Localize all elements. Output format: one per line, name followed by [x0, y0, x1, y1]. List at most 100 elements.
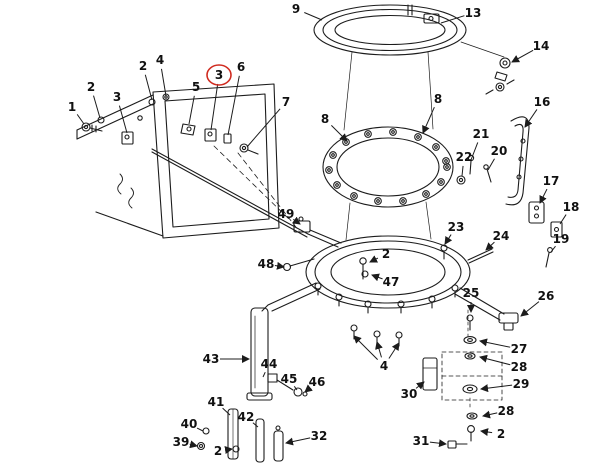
- callout-leader-17: [539, 188, 548, 204]
- callout-leader-49: [291, 216, 301, 225]
- callout-label-17: 17: [543, 174, 560, 188]
- callout-leader-18: [559, 214, 567, 225]
- callout-leader-27: [479, 338, 511, 348]
- callout-leader-26: [520, 301, 540, 317]
- callout-leader-48: [274, 261, 285, 270]
- callout-leader-28: [482, 410, 498, 419]
- mount-rod: [151, 145, 309, 238]
- callout-label-2: 2: [497, 427, 505, 441]
- callout-label-4: 4: [156, 53, 164, 67]
- callout-label-49: 49: [278, 207, 295, 221]
- lower-ring: [305, 235, 471, 314]
- callout-leader-40: [196, 427, 204, 432]
- callout-leader-4: [388, 342, 400, 359]
- callout-leader-2: [144, 74, 153, 101]
- callout-leader-44: [262, 371, 266, 378]
- callout-leader-23: [444, 234, 453, 245]
- callout-label-5: 5: [192, 80, 200, 94]
- callout-label-42: 42: [238, 410, 255, 424]
- callout-label-22: 22: [456, 150, 473, 164]
- middle-ring: [322, 126, 454, 208]
- callout-label-3: 3: [113, 90, 121, 104]
- callout-label-39: 39: [173, 435, 190, 449]
- callout-leader-5: [188, 95, 195, 125]
- callout-leader-16: [524, 109, 538, 128]
- callout-leader-46: [304, 384, 313, 393]
- callout-leader-32: [285, 437, 311, 446]
- bracket-49: [293, 216, 342, 248]
- callout-label-1: 1: [68, 100, 76, 114]
- callout-leader-22: [461, 165, 464, 177]
- callout-leader-19: [550, 245, 556, 253]
- callout-label-23: 23: [448, 220, 465, 234]
- callout-label-7: 7: [282, 95, 290, 109]
- callout-leader-20: [487, 158, 495, 171]
- center-bolt-2-47: [359, 257, 369, 280]
- callout-label-19: 19: [553, 232, 570, 246]
- callout-leader-28: [479, 354, 511, 366]
- callout-leader-7: [246, 108, 281, 148]
- callout-label-16: 16: [534, 95, 551, 109]
- callout-label-28: 28: [498, 404, 515, 418]
- callout-label-14: 14: [533, 39, 550, 53]
- callout-label-2: 2: [139, 59, 147, 73]
- callout-label-6: 6: [237, 60, 245, 74]
- callout-label-48: 48: [258, 257, 275, 271]
- callout-label-43: 43: [203, 352, 220, 366]
- callout-label-2: 2: [382, 247, 390, 261]
- callout-leader-30: [415, 381, 425, 390]
- callout-leader-14: [511, 49, 534, 63]
- callout-leader-8: [331, 125, 348, 142]
- top-ring: [313, 4, 467, 56]
- drawing-layer: [76, 4, 563, 463]
- callout-label-18: 18: [563, 200, 580, 214]
- callout-leader-24: [485, 241, 495, 251]
- callout-leader-39: [189, 440, 198, 449]
- callout-label-30: 30: [401, 387, 418, 401]
- bracket-30: [422, 351, 503, 401]
- callout-label-2: 2: [214, 444, 222, 458]
- callout-leader-4: [375, 341, 383, 358]
- callout-leader-6: [227, 75, 240, 136]
- callout-label-28: 28: [511, 360, 528, 374]
- callout-label-41: 41: [208, 395, 225, 409]
- assembly-alignment-lines: [343, 41, 505, 411]
- callout-label-45: 45: [281, 372, 298, 386]
- callout-leader-41: [222, 407, 231, 416]
- callout-leader-8: [422, 107, 435, 134]
- callout-leader-13: [440, 15, 465, 24]
- adjuster-44-45-46: [267, 373, 308, 397]
- rod-42: [255, 418, 265, 463]
- callout-leader-3: [210, 83, 219, 131]
- clamp-hardware-14: [485, 57, 515, 95]
- callout-leader-1: [76, 114, 85, 125]
- callout-leader-2: [480, 428, 493, 436]
- callout-label-4: 4: [380, 359, 388, 373]
- vehicle-cab-frame: [76, 83, 280, 239]
- mount-bolts-4: [350, 324, 403, 347]
- right-arm: [454, 287, 505, 321]
- callout-leader-3: [118, 105, 128, 134]
- callout-leader-4: [160, 68, 167, 97]
- callout-leader-29: [480, 384, 513, 393]
- callout-label-25: 25: [463, 286, 480, 300]
- callout-leader-42: [252, 422, 259, 428]
- callout-label-2: 2: [87, 80, 95, 94]
- callout-label-29: 29: [513, 377, 530, 391]
- highlight-circle: [206, 64, 232, 86]
- callout-label-9: 9: [292, 2, 300, 16]
- callout-label-26: 26: [538, 289, 555, 303]
- pin-19: [545, 247, 553, 268]
- callout-label-20: 20: [491, 144, 508, 158]
- callout-leader-2: [224, 446, 233, 454]
- callout-leader-31: [429, 439, 447, 448]
- hardware-stack: [447, 314, 478, 449]
- callout-leader-21: [470, 142, 479, 161]
- pivot-hardware: [456, 154, 492, 185]
- callout-leader-47: [371, 273, 383, 282]
- callout-label-32: 32: [311, 429, 328, 443]
- travel-lock-bracket-16: [505, 116, 530, 206]
- callout-leader-2: [369, 255, 379, 263]
- rod-32: [273, 425, 284, 462]
- clamp-26: [498, 312, 519, 331]
